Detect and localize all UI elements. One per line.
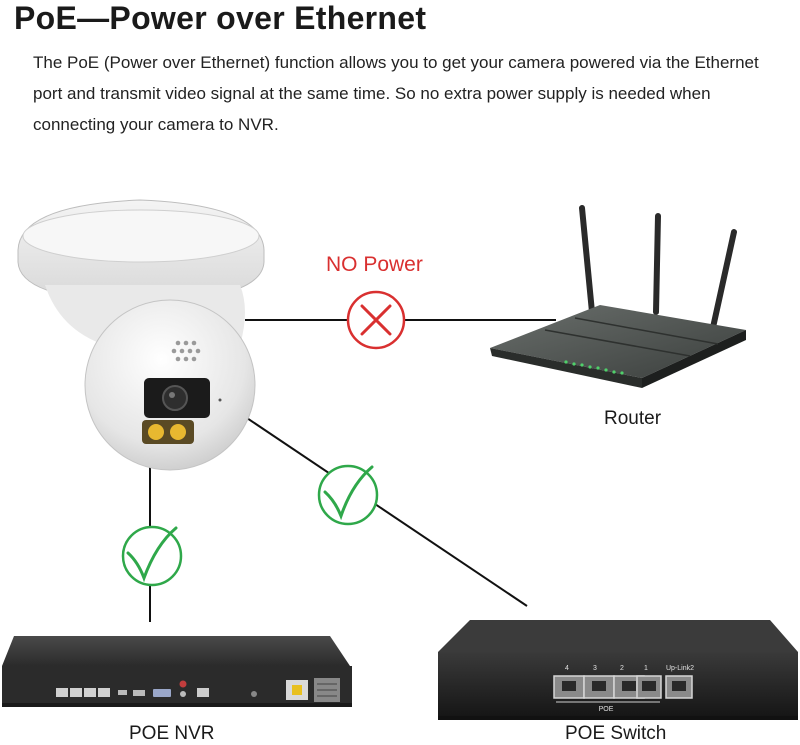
router-icon: [490, 205, 746, 388]
switch-port-label-2: 2: [620, 665, 624, 672]
no-power-label: NO Power: [326, 253, 423, 276]
switch-poe-caption: POE: [599, 706, 614, 713]
switch-port-label-4: 4: [565, 665, 569, 672]
nvr-label: POE NVR: [129, 723, 215, 744]
description-text: The PoE (Power over Ethernet) function a…: [33, 53, 759, 134]
dome-camera-icon: [17, 199, 265, 471]
nvr-icon: [2, 636, 352, 707]
switch-label: POE Switch: [565, 723, 667, 744]
cross-icon: [346, 290, 406, 350]
router-label: Router: [604, 408, 662, 429]
switch-port-label-1: 1: [644, 665, 648, 672]
check-icon: [121, 525, 183, 587]
camera-switch-line: [231, 407, 528, 607]
switch-port-label-uplink: Up-Link2: [666, 665, 694, 672]
page-title: PoE—Power over Ethernet: [14, 0, 427, 36]
switch-ports: [553, 675, 693, 699]
switch-port-label-3: 3: [593, 665, 597, 672]
poe-switch-icon: 4 3 2 1 Up-Link2 POE: [438, 620, 798, 720]
check-icon: [317, 464, 379, 526]
nvr-lan-ports: [56, 688, 110, 697]
microphone-grille: [171, 340, 201, 362]
